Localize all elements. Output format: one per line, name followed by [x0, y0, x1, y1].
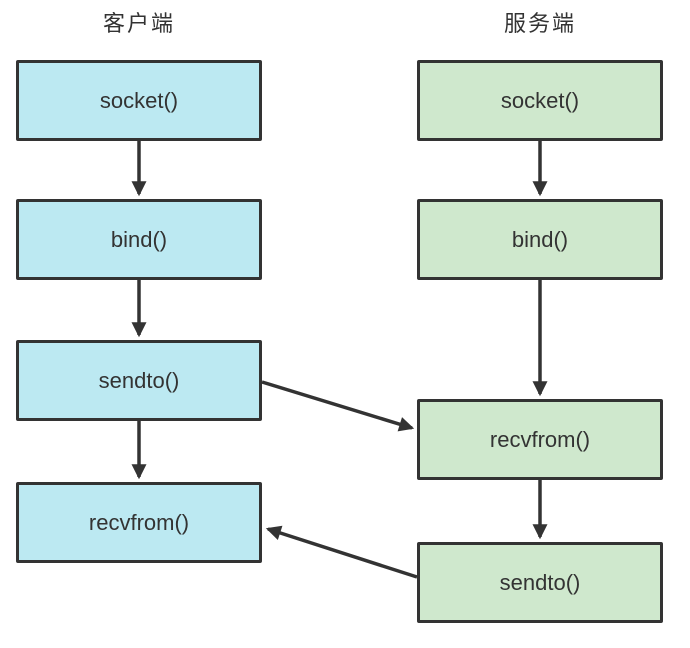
- client-bind-box: bind(): [16, 199, 262, 280]
- server-sendto-box: sendto(): [417, 542, 663, 623]
- server-column-title: 服务端: [503, 11, 576, 36]
- arrow-server-sendto-to-client-recvfrom: [265, 525, 418, 579]
- server-recvfrom-box: recvfrom(): [417, 399, 663, 480]
- client-recvfrom-box: recvfrom(): [16, 482, 262, 563]
- client-sendto-box: sendto(): [16, 340, 262, 421]
- client-socket-box: socket(): [16, 60, 262, 141]
- client-column-title: 客户端: [102, 11, 175, 36]
- server-socket-box: socket(): [417, 60, 663, 141]
- server-bind-box: bind(): [417, 199, 663, 280]
- arrow-client-sendto-to-server-recvfrom: [261, 380, 415, 432]
